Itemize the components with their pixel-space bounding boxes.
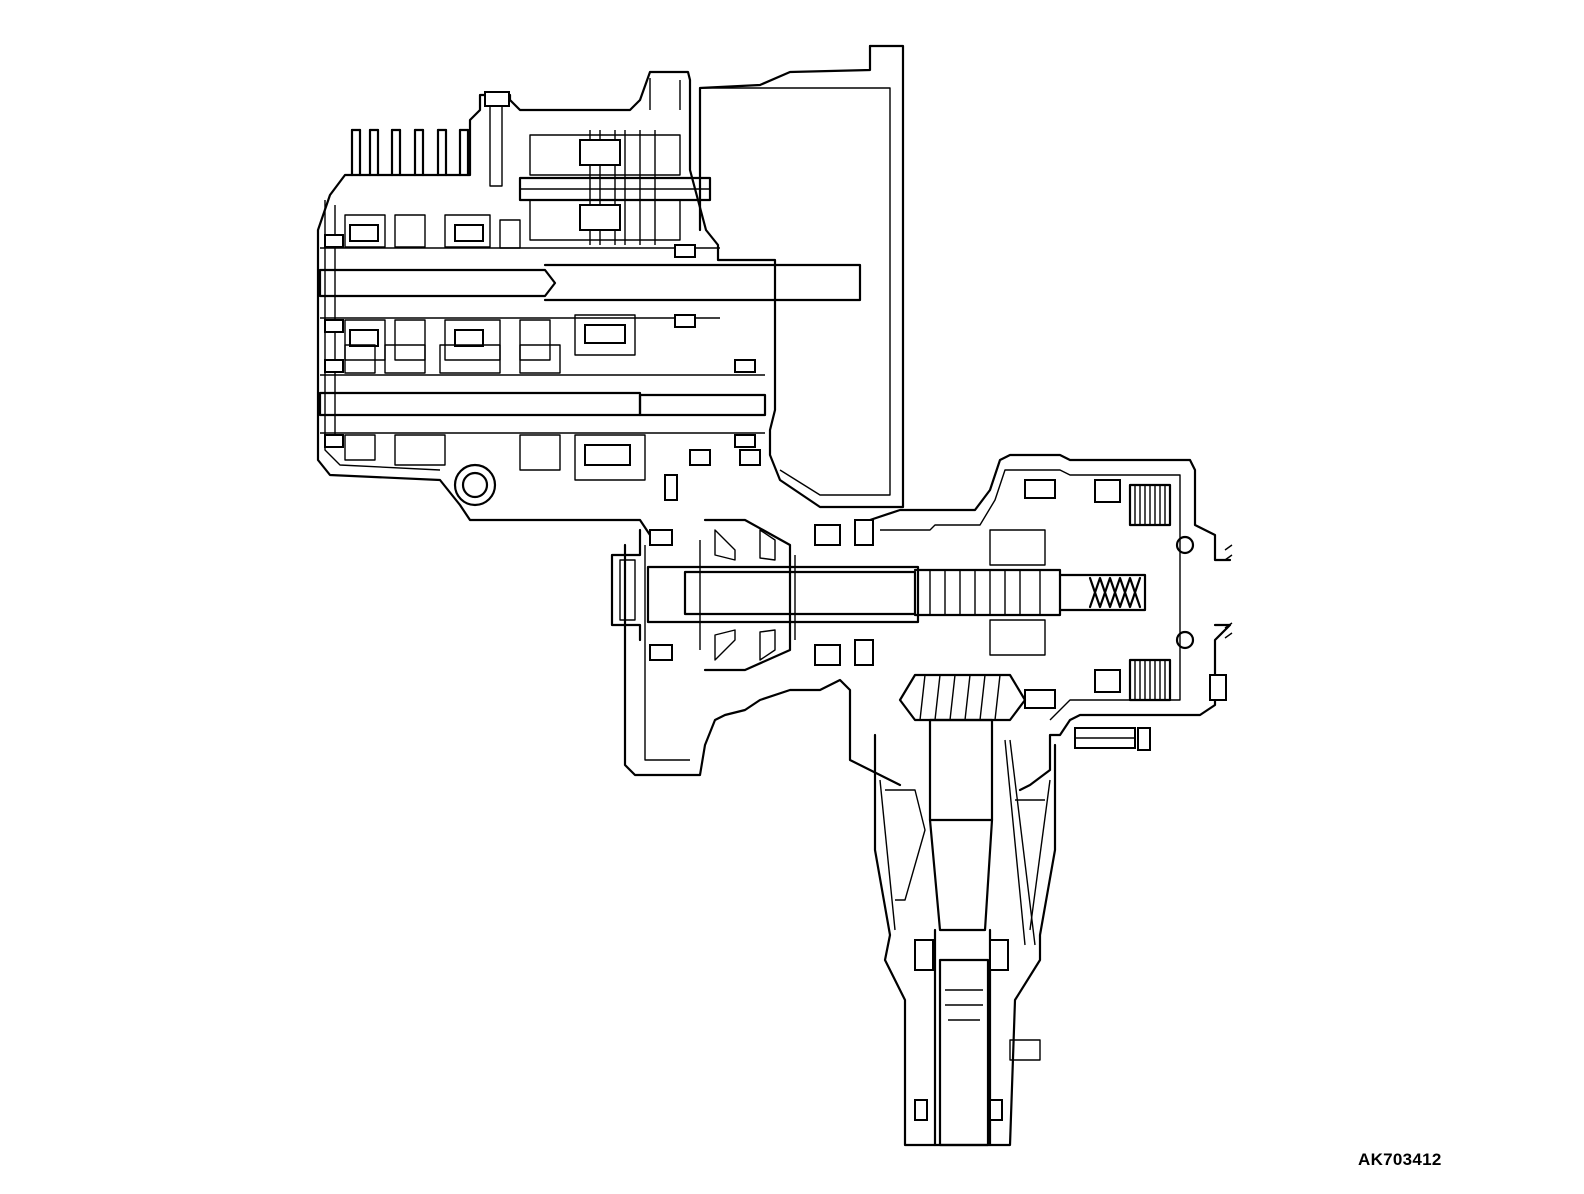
main-shaft-gears <box>344 344 646 481</box>
drain-plug-boss <box>453 463 497 507</box>
main-shaft <box>318 344 767 481</box>
intermediate-bearings <box>664 449 874 666</box>
input-shaft <box>318 214 862 361</box>
input-shaft-gears <box>344 214 636 361</box>
axle-shaft <box>646 565 1147 624</box>
figure-id-label: AK703412 <box>1358 1150 1442 1169</box>
ring-and-pinion <box>898 673 1151 751</box>
cooling-fins <box>350 128 470 177</box>
coil-spring <box>1088 576 1142 609</box>
input-shaft-bearings <box>324 234 696 333</box>
bolt-top <box>484 91 510 187</box>
clutch-pack <box>1128 483 1172 702</box>
propeller-shaft-housing <box>873 718 1057 1147</box>
differential-housing <box>610 518 902 787</box>
differential-gears <box>699 518 796 672</box>
transfer-coupling-housing <box>868 453 1233 792</box>
transmission-case <box>316 44 905 542</box>
upper-countershaft <box>518 130 712 245</box>
